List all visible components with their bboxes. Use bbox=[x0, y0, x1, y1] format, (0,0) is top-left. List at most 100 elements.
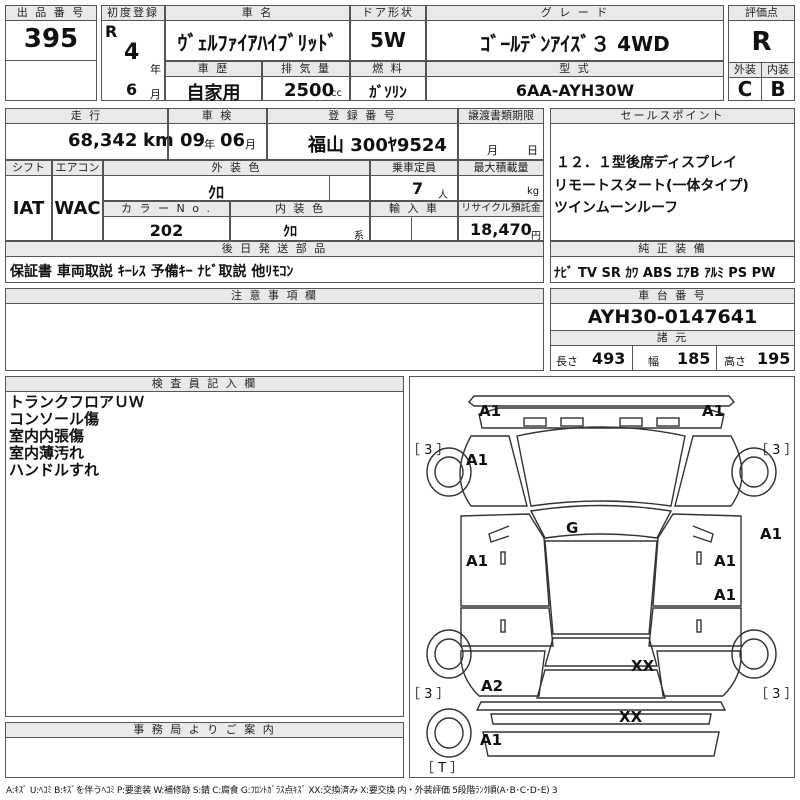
lot-number-header: 出 品 番 号 bbox=[5, 5, 97, 21]
era: R bbox=[105, 22, 118, 41]
notes-header: 注 意 事 項 欄 bbox=[5, 288, 544, 304]
recycle-header: リサイクル預託金 bbox=[458, 201, 544, 217]
int-color: ｸﾛ bbox=[283, 224, 297, 240]
grade-header: グ レ ー ド bbox=[426, 5, 724, 21]
width: 185 bbox=[677, 349, 711, 368]
door-header: ドア形状 bbox=[350, 5, 426, 21]
grade: ｺﾞｰﾙﾃﾞﾝｱｲｽﾞ３ 4WD bbox=[480, 32, 670, 56]
chassis-number: AYH30-0147641 bbox=[587, 306, 758, 328]
overall-score: R bbox=[751, 27, 772, 57]
int-color-suffix: 系 bbox=[354, 231, 364, 242]
damage-label: A1 bbox=[714, 586, 736, 604]
genuine-header: 純 正 装 備 bbox=[550, 241, 795, 257]
tire-tread-spare: ［ T ］ bbox=[421, 761, 463, 776]
damage-label: A1 bbox=[714, 552, 736, 570]
fuel-header: 燃 料 bbox=[350, 61, 426, 77]
registration-number: 福山 300ﾔ9524 bbox=[308, 135, 447, 156]
inspection-year: 09 bbox=[180, 130, 206, 151]
year-unit: 年 bbox=[150, 63, 161, 76]
genuine-equipment: ﾅﾋﾞ TV SR ｶﾜ ABS ｴｱB ｱﾙﾐ PS PW bbox=[554, 266, 776, 281]
first-reg-month: 6 bbox=[126, 80, 138, 99]
import-header: 輸 入 車 bbox=[370, 201, 458, 217]
sales-point-3: ツインムーンルーフ bbox=[554, 200, 679, 216]
displacement-header: 排 気 量 bbox=[262, 61, 350, 77]
divider bbox=[411, 217, 412, 241]
capacity-header: 乗車定員 bbox=[370, 160, 458, 176]
registration-header: 登 録 番 号 bbox=[267, 108, 458, 124]
sales-point-1: １２．１型後席ディスプレイ bbox=[556, 155, 738, 171]
inspector-note-3: 室内内張傷 bbox=[9, 427, 85, 445]
interior-score: B bbox=[770, 77, 786, 101]
score-header: 評価点 bbox=[728, 5, 795, 21]
ext-color: ｸﾛ bbox=[207, 183, 224, 202]
aircon-header: エアコン bbox=[52, 160, 103, 176]
displacement: 2500 bbox=[284, 80, 335, 101]
shift-header: シフト bbox=[5, 160, 52, 176]
displacement-unit: cc bbox=[331, 88, 342, 99]
sales-point-2: リモートスタート(一体タイプ) bbox=[554, 178, 749, 194]
damage-label: XX bbox=[631, 657, 655, 675]
damage-label: A2 bbox=[481, 677, 503, 695]
legend: A:ｷｽﾞ U:ﾍｺﾐ B:ｷｽﾞを伴うﾍｺﾐ P:要塗装 W:補修跡 S:錆 … bbox=[6, 786, 558, 796]
height: 195 bbox=[757, 349, 791, 368]
ext-color-header: 外 装 色 bbox=[103, 160, 370, 176]
car-name: ｳﾞｪﾙﾌｧｲｱﾊｲﾌﾞﾘｯﾄﾞ bbox=[177, 31, 338, 55]
transfer-month-unit: 月 bbox=[487, 144, 498, 157]
max-load-header: 最大積載量 bbox=[458, 160, 544, 176]
tire-tread-rl: ［ 3 ］ bbox=[409, 687, 450, 702]
first-reg-year: 4 bbox=[124, 40, 140, 65]
divider bbox=[329, 176, 330, 201]
tire-tread-rr: ［ 3 ］ bbox=[755, 687, 795, 702]
inspector-note-1: トランクフロアＵＷ bbox=[9, 393, 145, 411]
recycle-amount: 18,470 bbox=[470, 220, 532, 239]
sales-point-header: セールスポイント bbox=[550, 108, 795, 124]
model-code: 6AA-AYH30W bbox=[515, 81, 635, 100]
interior-header: 内装 bbox=[761, 62, 795, 78]
inspector-note-2: コンソール傷 bbox=[9, 410, 100, 428]
inspector-note-4: 室内薄汚れ bbox=[9, 444, 85, 462]
tire-tread-fr: ［ 3 ］ bbox=[755, 443, 795, 458]
width-label: 幅 bbox=[648, 355, 659, 368]
transfer-day-unit: 日 bbox=[527, 144, 538, 157]
inspection-header: 車 検 bbox=[168, 108, 267, 124]
damage-label: A1 bbox=[466, 552, 488, 570]
damage-label: A1 bbox=[466, 451, 488, 469]
recycle-unit: 円 bbox=[531, 231, 541, 242]
first-registration-header: 初度登録 bbox=[101, 5, 165, 21]
mileage: 68,342 bbox=[68, 130, 138, 151]
exterior-header: 外装 bbox=[728, 62, 762, 78]
later-parts: 保証書 車両取説 ｷｰﾚｽ 予備ｷｰ ﾅﾋﾞ取説 他ﾘﾓｺﾝ bbox=[10, 264, 294, 280]
exterior-score: C bbox=[737, 77, 753, 101]
model-code-header: 型 式 bbox=[426, 61, 724, 77]
damage-label: A1 bbox=[760, 525, 782, 543]
inspection-year-unit: 年 bbox=[204, 138, 215, 151]
divider bbox=[5, 60, 97, 61]
inspector-note-5: ハンドルすれ bbox=[9, 461, 100, 479]
office-header: 事 務 局 よ り ご 案 内 bbox=[5, 722, 404, 738]
damage-label: G bbox=[566, 519, 578, 537]
damage-label: A1 bbox=[479, 402, 501, 420]
mileage-header: 走 行 bbox=[5, 108, 168, 124]
divider bbox=[632, 346, 633, 371]
capacity: 7 bbox=[412, 179, 424, 198]
damage-label: A1 bbox=[480, 731, 502, 749]
car-diagram: A1 A1 A1 G A1 A1 A1 A1 XX A2 XX A1 ［ 3 ］… bbox=[409, 395, 795, 776]
transfer-header: 譲渡書類期限 bbox=[458, 108, 544, 124]
car-diagram-box bbox=[409, 376, 795, 778]
fuel: ｶﾞｿﾘﾝ bbox=[369, 83, 407, 101]
inspector-header: 検 査 員 記 入 欄 bbox=[5, 376, 404, 392]
history-header: 車 歴 bbox=[165, 61, 262, 77]
history: 自家用 bbox=[186, 83, 241, 104]
capacity-unit: 人 bbox=[438, 190, 448, 201]
specs-header: 諸 元 bbox=[550, 330, 795, 346]
car-name-header: 車 名 bbox=[165, 5, 350, 21]
later-parts-header: 後 日 発 送 部 品 bbox=[5, 241, 544, 257]
divider bbox=[716, 346, 717, 371]
damage-label: XX bbox=[619, 708, 643, 726]
mileage-unit: km bbox=[143, 130, 174, 151]
color-no-header: カ ラ ー N o . bbox=[103, 201, 230, 217]
inspection-month: 06 bbox=[220, 130, 246, 151]
max-load-unit: kg bbox=[527, 186, 540, 197]
tire-tread-fl: ［ 3 ］ bbox=[409, 443, 450, 458]
inspection-month-unit: 月 bbox=[245, 138, 256, 151]
